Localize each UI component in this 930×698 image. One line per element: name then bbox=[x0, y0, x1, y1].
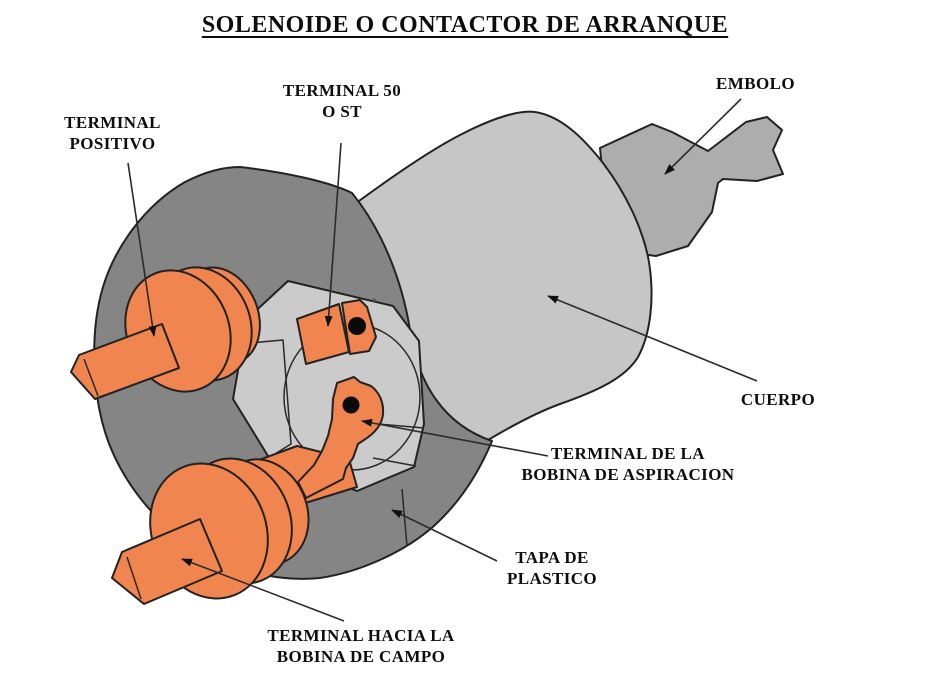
leader-line-terminal-positivo bbox=[127, 162, 157, 337]
positivo-stud-rod bbox=[70, 323, 180, 400]
embolo-plunger-shape bbox=[599, 116, 784, 257]
label-embolo: EMBOLO bbox=[698, 73, 813, 94]
label-line: TAPA DE bbox=[515, 548, 589, 567]
leader-line-embolo bbox=[664, 98, 742, 175]
cap-seam-line bbox=[401, 488, 408, 547]
leader-line-cuerpo bbox=[547, 295, 758, 382]
positivo-rod-tip-line bbox=[83, 358, 99, 397]
label-terminal-bobina-aspiracion: TERMINAL DE LA BOBINA DE ASPIRACION bbox=[500, 443, 756, 485]
terminal-positivo-shape bbox=[70, 266, 261, 400]
label-line: TERMINAL DE LA bbox=[551, 444, 705, 463]
label-line: TERMINAL 50 bbox=[282, 81, 402, 100]
page-title: SOLENOIDE O CONTACTOR DE ARRANQUE bbox=[201, 12, 729, 38]
label-terminal-50: TERMINAL 50 O ST bbox=[267, 80, 417, 122]
campo-stud-rod bbox=[111, 518, 223, 605]
label-terminal-bobina-campo: TERMINAL HACIA LA BOBINA DE CAMPO bbox=[253, 625, 469, 667]
label-line: BOBINA DE ASPIRACION bbox=[521, 465, 735, 484]
label-line: CUERPO bbox=[740, 390, 816, 409]
leader-line-bobina-campo bbox=[181, 558, 345, 622]
face-speck bbox=[372, 298, 376, 302]
label-line: O ST bbox=[322, 102, 362, 121]
label-terminal-positivo: TERMINAL POSITIVO bbox=[35, 112, 190, 154]
face-recess-left-edge bbox=[249, 339, 292, 458]
aspiracion-eyelet-dot bbox=[342, 396, 360, 414]
label-line: PLASTICO bbox=[506, 569, 598, 588]
label-line: POSITIVO bbox=[69, 134, 156, 153]
label-line: TERMINAL HACIA LA bbox=[267, 626, 455, 645]
terminal-50-shape bbox=[296, 299, 377, 365]
label-line: TERMINAL bbox=[64, 113, 161, 132]
face-panel-line-lower bbox=[372, 457, 417, 467]
leader-line-terminal-50 bbox=[324, 142, 342, 327]
leader-line-tapa-plastico bbox=[391, 509, 498, 562]
label-line: BOBINA DE CAMPO bbox=[276, 647, 446, 666]
leader-line-bobina-aspiracion bbox=[361, 418, 549, 457]
label-line: EMBOLO bbox=[716, 74, 795, 93]
label-tapa-de-plastico: TAPA DE PLASTICO bbox=[487, 547, 617, 589]
aspiracion-strap bbox=[297, 376, 385, 499]
label-cuerpo: CUERPO bbox=[712, 389, 844, 410]
campo-rod-tip-line bbox=[126, 556, 142, 600]
terminal50-eyelet-dot bbox=[348, 317, 366, 335]
terminal-bobina-aspiracion-shape bbox=[297, 376, 385, 499]
